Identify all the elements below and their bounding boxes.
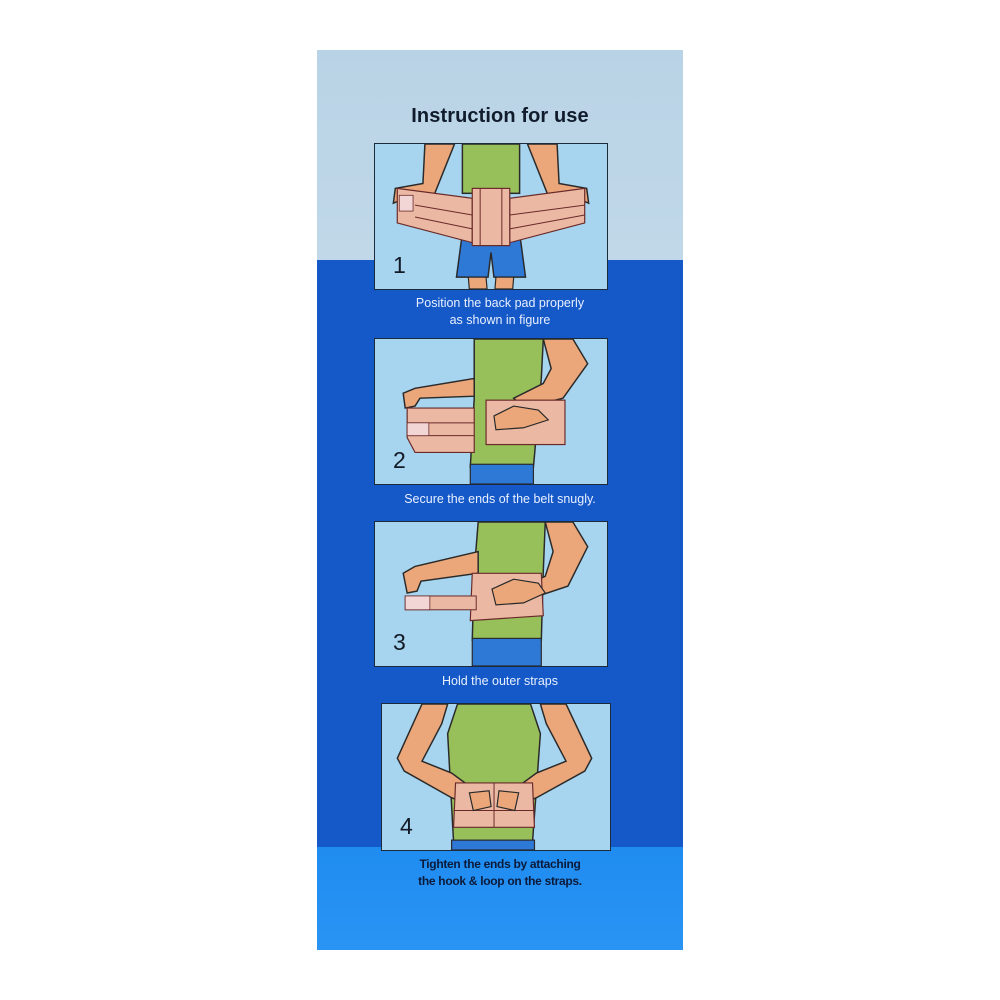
instruction-card: Instruction for use 1 Position the back … [317,50,683,950]
step-4-caption: Tighten the ends by attaching the hook &… [418,857,582,888]
step-1-illustration: 1 [374,143,608,290]
step-3-caption: Hold the outer straps [441,674,559,688]
step-2-number: 2 [393,447,406,473]
outer-strap-illustration [402,522,589,666]
step-3-illustration: 3 [374,521,608,667]
step-1-number: 1 [393,252,406,278]
step-4-illustration: 4 [381,703,611,851]
step-4-number: 4 [400,813,413,839]
hook-and-loop-illustration [396,704,593,850]
belt-back-pad-illustration [392,144,590,289]
step-1-caption: Position the back pad properly as shown … [415,296,585,327]
belt-wrap-illustration [402,339,589,484]
step-3-number: 3 [393,629,406,655]
step-2-illustration: 2 [374,338,608,485]
page-title: Instruction for use [411,105,589,127]
step-2-caption: Secure the ends of the belt snugly. [404,492,596,506]
